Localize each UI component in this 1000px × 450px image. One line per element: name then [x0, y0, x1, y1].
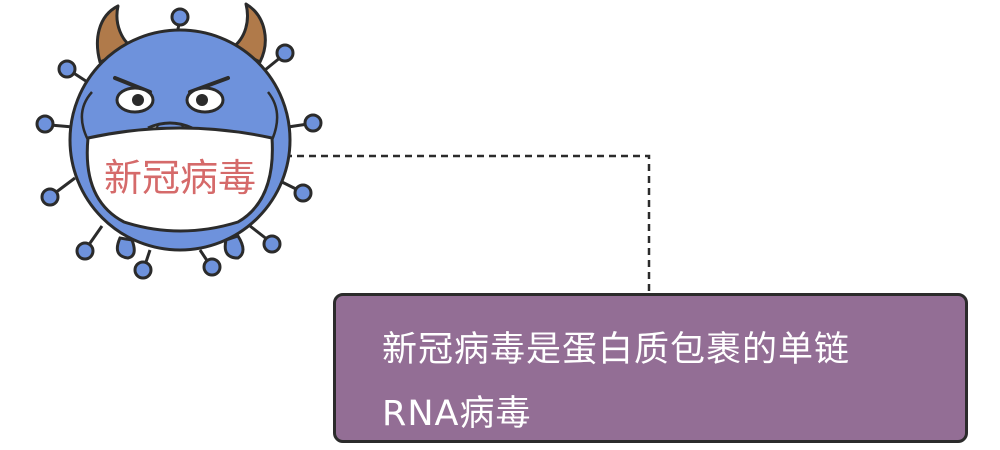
mask-strap-right [267, 91, 279, 141]
virus-character: 新冠病毒 [35, 2, 323, 280]
virus-feet [115, 234, 245, 260]
left-eye [115, 86, 155, 114]
mask-strap-left [80, 91, 93, 141]
callout-line-2: RNA病毒 [382, 394, 532, 434]
face-mask [85, 126, 274, 233]
callout-box: 新冠病毒是蛋白质包裹的单链 RNA病毒 [333, 293, 968, 443]
right-eye [185, 86, 225, 114]
virus-spikes [35, 7, 323, 280]
callout-line-1: 新冠病毒是蛋白质包裹的单链 [382, 330, 851, 370]
dashed-connector [285, 154, 651, 293]
mask-label: 新冠病毒 [104, 156, 256, 200]
